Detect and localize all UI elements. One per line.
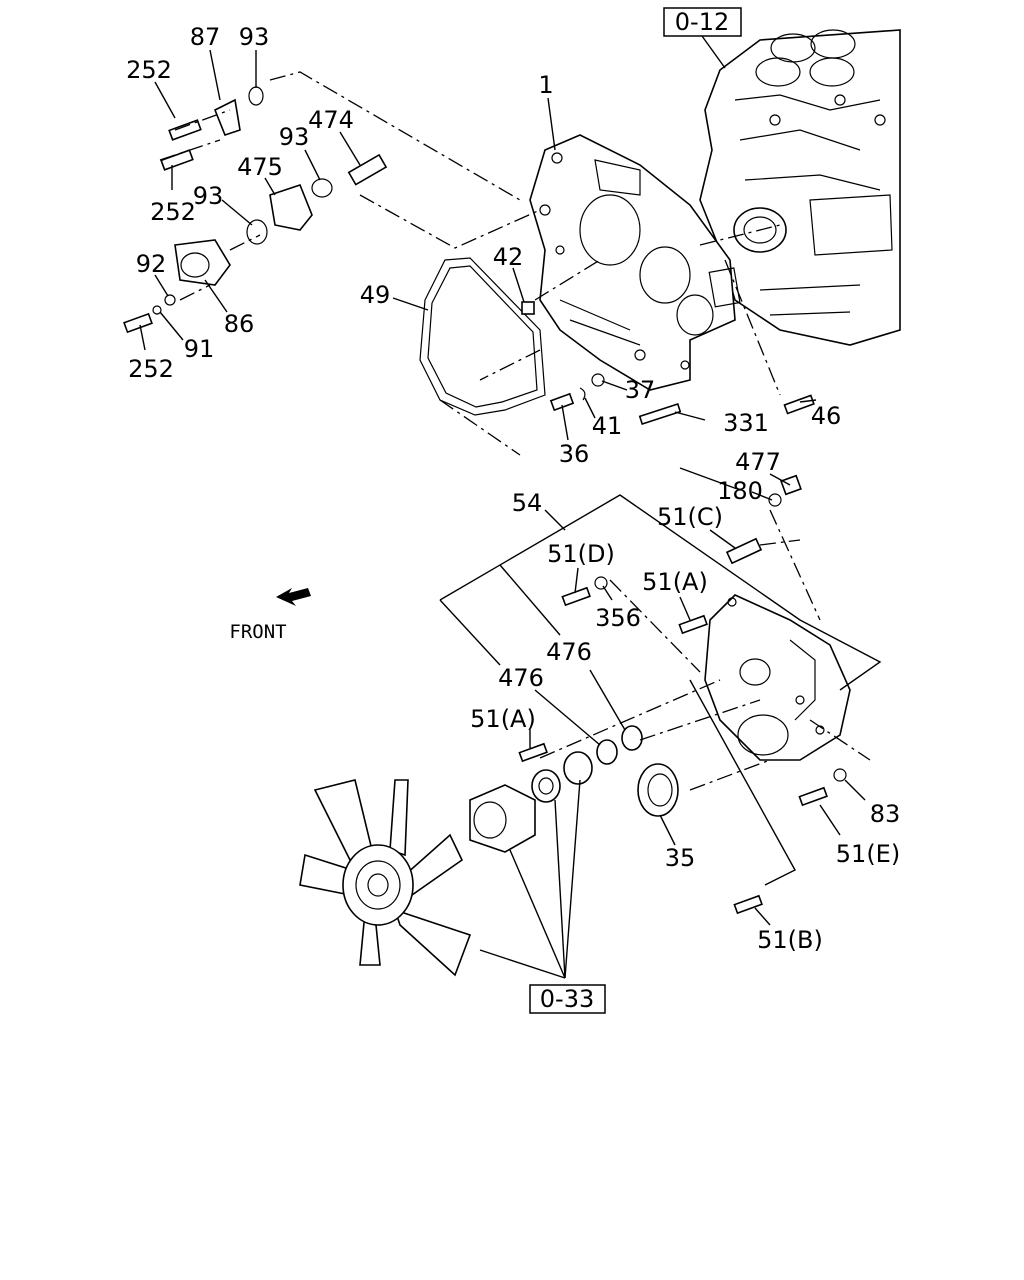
callout-35: 35 xyxy=(665,844,696,872)
front-arrow-icon xyxy=(276,588,311,606)
spacer-illustration xyxy=(596,725,643,765)
callout-93: 93 xyxy=(279,123,310,151)
front-cover-illustration xyxy=(704,594,851,761)
callout-51c: 51(C) xyxy=(657,503,723,531)
callout-leaders xyxy=(139,49,866,926)
oil-seal-illustration xyxy=(637,763,679,817)
callout-54: 54 xyxy=(512,489,543,517)
callout-51d: 51(D) xyxy=(547,540,615,568)
callout-92: 92 xyxy=(136,250,167,278)
callout-87: 87 xyxy=(190,23,221,51)
callout-1: 1 xyxy=(538,71,553,99)
ref-label-engine-block: 0-12 xyxy=(675,8,729,36)
ref-box-fan-assembly[interactable]: 0-33 xyxy=(529,984,606,1014)
callout-91: 91 xyxy=(184,335,215,363)
callout-475: 475 xyxy=(237,153,283,181)
callout-476: 476 xyxy=(546,638,592,666)
callout-93: 93 xyxy=(239,23,270,51)
leader-line xyxy=(701,35,726,69)
callout-252: 252 xyxy=(150,198,196,226)
cooling-fan-illustration xyxy=(299,779,472,977)
bracket-parts-illustration xyxy=(123,86,388,334)
ref-label-fan-assembly: 0-33 xyxy=(540,985,594,1013)
callout-labels: 87 93 252 1 474 93 475 93 252 42 49 92 8… xyxy=(126,23,900,954)
callout-331: 331 xyxy=(723,409,769,437)
callout-51a: 51(A) xyxy=(642,568,708,596)
front-label: FRONT xyxy=(229,621,286,643)
callout-252: 252 xyxy=(126,56,172,84)
callout-49: 49 xyxy=(360,281,391,309)
front-direction-indicator: FRONT xyxy=(229,588,311,643)
assembly-lines-upper xyxy=(159,71,781,456)
callout-474: 474 xyxy=(308,106,354,134)
callout-83: 83 xyxy=(870,800,901,828)
callout-36: 36 xyxy=(559,440,590,468)
group-leader-lines xyxy=(439,467,882,979)
callout-51e: 51(E) xyxy=(836,840,900,868)
ref-box-engine-block[interactable]: 0-12 xyxy=(663,7,742,37)
callout-477: 477 xyxy=(735,448,781,476)
callout-93: 93 xyxy=(193,182,224,210)
fan-clutch-illustration xyxy=(469,751,593,853)
callout-51b: 51(B) xyxy=(757,926,823,954)
callout-476: 476 xyxy=(498,664,544,692)
gear-case-illustration xyxy=(529,134,741,391)
callout-37: 37 xyxy=(625,376,656,404)
gasket-49-illustration xyxy=(419,257,546,416)
callout-252: 252 xyxy=(128,355,174,383)
callout-356: 356 xyxy=(595,604,641,632)
callout-86: 86 xyxy=(224,310,255,338)
callout-46: 46 xyxy=(811,402,842,430)
callout-180: 180 xyxy=(717,477,763,505)
callout-42: 42 xyxy=(493,243,524,271)
assembly-lines-lower xyxy=(539,509,871,791)
callout-41: 41 xyxy=(592,412,623,440)
callout-51a: 51(A) xyxy=(470,705,536,733)
